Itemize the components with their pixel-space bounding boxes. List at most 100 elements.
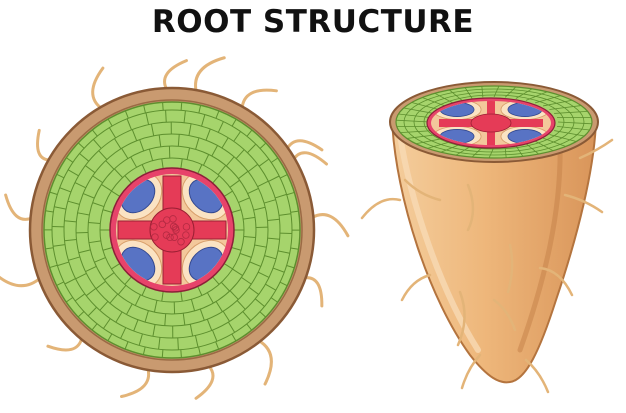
cortex-cell-wall [241, 276, 252, 285]
cortex-cell-wall [206, 292, 214, 304]
cortex-cell-wall [246, 129, 253, 137]
cortex-cell-wall [64, 278, 76, 285]
cortex-cell-wall [259, 142, 267, 149]
cortex-cell-wall [67, 200, 80, 205]
cortex-cell-wall [85, 288, 97, 297]
cortex-cell-wall [88, 221, 101, 225]
cortex-cell-wall [272, 267, 285, 273]
top-cortex-cell-wall [398, 113, 432, 119]
root-hair [91, 66, 105, 111]
cortex-cell-wall [243, 216, 256, 220]
top-cortex-cell-wall [504, 146, 507, 158]
cortex-cell-wall [161, 291, 164, 302]
cortex-cell-wall [215, 301, 223, 312]
cortex-cell-wall [67, 169, 79, 177]
cortex-cell-wall [126, 303, 133, 315]
cortex-cell-wall [286, 191, 295, 196]
cortex-cell-wall [177, 337, 179, 350]
cortex-ring-line [75, 133, 269, 327]
cortex-cell-wall [290, 247, 299, 250]
cortex-cell-wall [180, 291, 183, 302]
cortex-cell-wall [124, 341, 129, 350]
cortex-cell-wall [64, 239, 77, 242]
cortex-cell-wall [65, 297, 74, 303]
top-cortex-cell-wall [434, 92, 454, 104]
top-cortex-cell-wall [406, 134, 439, 139]
cortex-cell-wall [238, 197, 250, 203]
cortex-cell-wall [180, 349, 182, 358]
top-cortex-cell-wall [400, 130, 434, 134]
cortex-cell-wall [153, 300, 158, 313]
top-cortex-ring-line [413, 91, 575, 153]
cortex-cell-wall [258, 271, 270, 278]
cortex-cell-wall [68, 256, 80, 261]
root-hair [456, 290, 466, 347]
cortex-cell-wall [88, 240, 101, 244]
cortex-cell-wall [279, 281, 288, 287]
root-hair [302, 276, 324, 308]
cortex-cell-wall [158, 337, 161, 350]
cortex-cell-wall [233, 131, 241, 142]
top-cortex-cell-wall [449, 89, 463, 101]
top-cortex-cell-wall [411, 102, 439, 110]
root-hair [256, 338, 273, 386]
cortex-cell-wall [124, 110, 129, 119]
cortex-cell-wall [180, 102, 183, 111]
cortex-cell-wall [115, 311, 123, 323]
cortex-cell-wall [53, 244, 66, 247]
root-hair [4, 193, 35, 221]
cortex-cell-wall [124, 175, 132, 184]
cortex-cell-wall [180, 158, 183, 169]
cortex-cell-wall [111, 263, 121, 270]
cortex-cell-wall [235, 149, 245, 159]
cortex-cell-wall [105, 160, 115, 170]
root-body [390, 118, 598, 384]
cortex-cell-wall [107, 333, 113, 342]
cortex-cell-wall [85, 265, 97, 273]
cortex-cell-wall [56, 173, 65, 179]
cortex-cell-wall [101, 184, 112, 192]
cortex-cell-wall [144, 310, 149, 323]
cortex-cell-wall [259, 311, 267, 318]
top-cortex-cell-wall [415, 137, 446, 145]
cortex-cell-wall [199, 308, 205, 321]
root-hair [403, 178, 442, 202]
cortex-cell-wall [277, 250, 290, 254]
root-hair [563, 193, 604, 214]
cortex-cell-wall [227, 321, 236, 333]
cortex-cell-wall [265, 283, 277, 291]
cortex-cell-wall [120, 327, 127, 339]
epidermis-inner-line [41, 99, 303, 361]
top-cortex-cell-wall [542, 137, 566, 147]
cortex-cell-wall [92, 175, 103, 184]
top-cortex-cell-wall [557, 121, 592, 125]
cortex-cell-wall [197, 286, 203, 296]
cortex-cell-wall [92, 202, 105, 208]
top-cortex-cell-wall [525, 143, 539, 155]
cortex-cell-wall [197, 164, 203, 174]
cortex-cell-wall [54, 206, 67, 210]
cortex-cell-wall [217, 121, 224, 133]
cortex-cell-wall [286, 265, 295, 269]
cortex-cell-wall [248, 286, 259, 295]
cortex-cell-wall [268, 175, 280, 182]
top-cortex-cell-wall [481, 86, 484, 98]
cortex-cell-wall [82, 193, 95, 199]
cortex-cell-wall [121, 148, 129, 159]
cortex-cell-wall [254, 244, 267, 248]
cortex-cell-wall [222, 310, 230, 322]
root-cross-section-icon [0, 56, 350, 400]
cortex-cell-wall [57, 261, 70, 267]
cortex-cell-wall [215, 341, 220, 350]
cortex-cell-wall [131, 129, 138, 141]
cortex-cell-wall [164, 313, 167, 326]
cortex-cell-wall [198, 346, 201, 355]
root-hair [578, 138, 614, 160]
cortex-cell-wall [114, 168, 123, 178]
top-cortex-cell-wall [422, 97, 446, 107]
cortex-cell-wall [77, 212, 90, 216]
root-hair [163, 59, 188, 92]
top-cortex-cell-wall [535, 95, 561, 104]
top-cortex-cell-wall [542, 99, 573, 107]
